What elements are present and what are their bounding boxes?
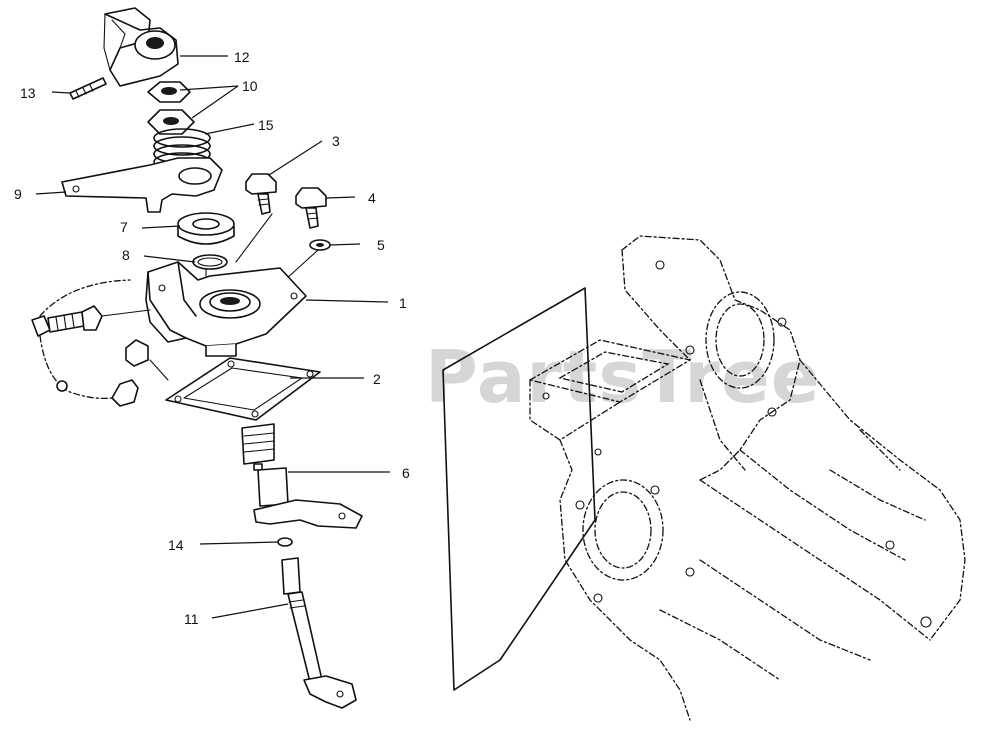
part-7-washer — [177, 212, 235, 245]
callout-3: 3 — [332, 133, 340, 149]
callout-5: 5 — [377, 237, 385, 253]
part-8-o-ring — [192, 254, 228, 270]
watermark: PartsTree — [425, 335, 821, 419]
callout-2: 2 — [373, 371, 381, 387]
part-13-pin — [69, 77, 107, 100]
part-14-clip — [277, 537, 293, 547]
part-1-adjuster — [31, 279, 169, 407]
callout-13: 13 — [20, 85, 36, 101]
part-5-washer — [309, 239, 331, 251]
callout-15: 15 — [258, 117, 274, 133]
part-2-gasket — [165, 357, 321, 421]
part-3-bolt — [245, 173, 277, 215]
callout-11: 11 — [184, 611, 199, 627]
callout-8: 8 — [122, 247, 130, 263]
part-1-housing — [145, 261, 307, 357]
part-11-shaft — [281, 557, 357, 709]
callout-4: 4 — [368, 190, 376, 206]
part-10-nuts — [147, 81, 195, 135]
callout-14: 14 — [168, 537, 184, 553]
part-9-lever — [61, 157, 223, 213]
engine-block — [442, 235, 966, 721]
part-6-shaft — [241, 423, 363, 529]
leader-lines — [35, 55, 390, 619]
callout-1: 1 — [399, 295, 407, 311]
part-4-bolt — [295, 187, 327, 229]
callout-6: 6 — [402, 465, 410, 481]
callout-9: 9 — [14, 186, 22, 202]
part-12-bracket — [103, 7, 179, 87]
callout-12: 12 — [234, 49, 250, 65]
callout-10: 10 — [242, 78, 258, 94]
callout-7: 7 — [120, 219, 128, 235]
